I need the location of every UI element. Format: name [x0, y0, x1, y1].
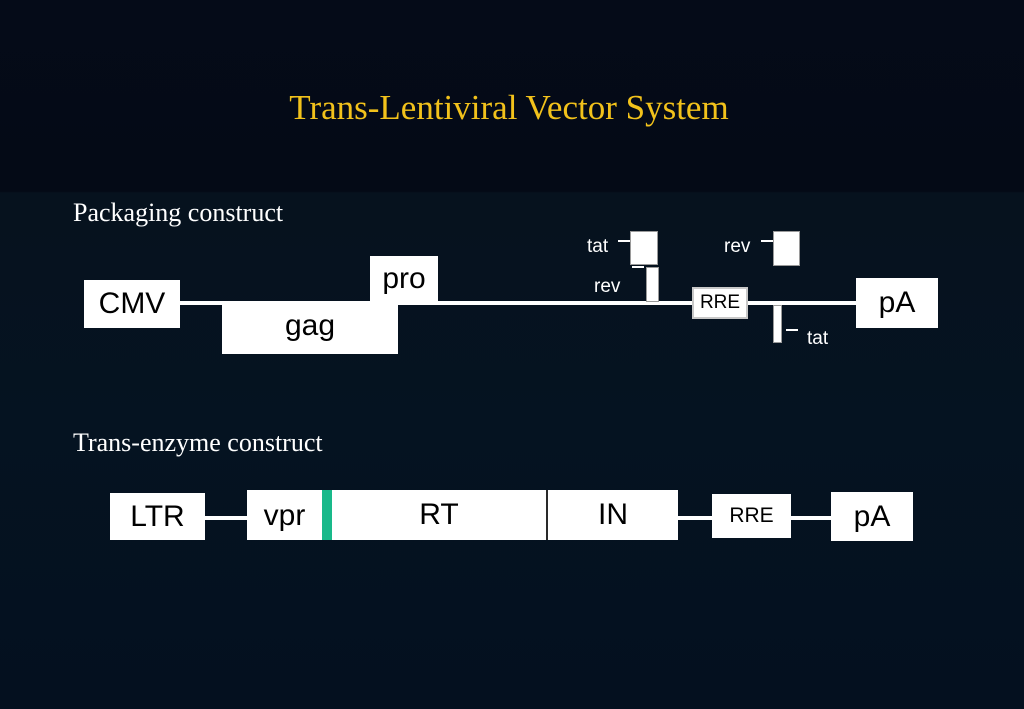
pa-signal-box: pA: [856, 278, 938, 328]
enzyme-line-rre-pa: [790, 516, 832, 520]
rt-segment: RT: [332, 490, 548, 540]
linker-segment: [322, 490, 332, 540]
gag-gene-box: gag: [222, 303, 398, 354]
rev-label-top: rev: [724, 236, 751, 257]
packaging-backbone-line: [178, 301, 858, 305]
fusion-gene-box: vpr RT IN: [247, 490, 678, 540]
tat-exon-top: [630, 231, 658, 265]
tat-label-lower: tat: [807, 328, 829, 349]
rev-exon-lower: [646, 267, 659, 302]
cmv-promoter-box: CMV: [84, 280, 180, 328]
tat-tick-top: [618, 240, 630, 242]
rev-tick-lower: [632, 266, 644, 268]
trans-enzyme-construct-label: Trans-enzyme construct: [73, 428, 323, 457]
rev-tick-top: [761, 240, 773, 242]
pro-gene-box: pro: [370, 256, 438, 302]
vpr-segment: vpr: [263, 499, 306, 532]
tat-exon-lower: [773, 305, 782, 343]
enzyme-line-in-rre: [678, 516, 714, 520]
slide-title: Trans-Lentiviral Vector System: [289, 88, 729, 127]
enzyme-pa-box: pA: [831, 492, 913, 541]
ltr-box: LTR: [110, 493, 205, 540]
tat-tick-lower: [786, 329, 798, 331]
packaging-construct-label: Packaging construct: [73, 198, 284, 227]
enzyme-rre-box: RRE: [712, 494, 791, 538]
rev-label-lower: rev: [594, 276, 621, 297]
rev-exon-top: [773, 231, 800, 266]
tat-label-top: tat: [587, 236, 609, 257]
rre-element-box: RRE: [692, 287, 748, 319]
enzyme-line-ltr-vpr: [204, 516, 248, 520]
in-segment: IN: [598, 498, 628, 531]
